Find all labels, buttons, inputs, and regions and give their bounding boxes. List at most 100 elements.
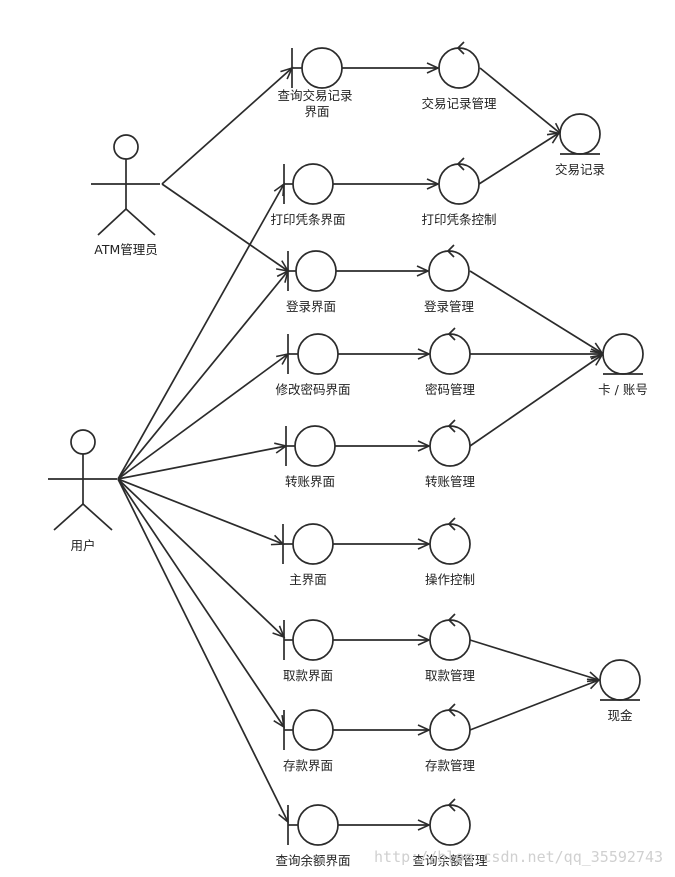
flow-arrow [469, 678, 601, 731]
boundary-circle-icon [297, 333, 339, 375]
control-deposit-mgmt: 存款管理 [425, 703, 476, 773]
control-arrowhead-icon [447, 517, 456, 531]
flow-arrow [479, 67, 563, 136]
boundary-control-links [333, 62, 440, 831]
boundary-main-ui: 主界面 [282, 523, 334, 587]
control-label: 转账管理 [425, 474, 476, 489]
boundary-print-receipt-ui: 打印凭条界面 [270, 163, 346, 227]
control-withdraw-mgmt: 取款管理 [425, 613, 476, 683]
association-arrow [117, 478, 289, 824]
association-arrow [161, 183, 290, 273]
association-arrow [161, 66, 294, 185]
control-arrowhead-icon [447, 798, 456, 812]
control-print-receipt-ctrl: 打印凭条控制 [421, 157, 497, 227]
watermark-text: http://blog.csdn.net/qq_35592743 [374, 848, 663, 866]
actor-head-icon [113, 134, 139, 160]
control-password-mgmt: 密码管理 [425, 327, 476, 397]
flow-arrow [469, 270, 604, 355]
control-circle-icon [429, 619, 471, 661]
control-label: 取款管理 [425, 668, 476, 683]
actor-leg-icon [82, 503, 113, 531]
entity-cash: 现金 [599, 659, 641, 723]
flow-arrow [478, 131, 561, 185]
control-record-mgmt: 交易记录管理 [421, 41, 497, 111]
actor-user: 用户 [48, 429, 117, 553]
actor-associations [117, 66, 294, 824]
control-circle-icon [429, 425, 471, 467]
control-login-mgmt: 登录管理 [424, 244, 475, 314]
actor-leg-icon [97, 208, 127, 236]
entity-circle-icon [602, 333, 644, 375]
boundary-change-password-ui: 修改密码界面 [275, 333, 351, 397]
entity-transaction-record: 交易记录 [555, 113, 605, 177]
association-arrow [117, 182, 285, 480]
actor-leg-icon [125, 208, 156, 236]
boundary-circle-icon [301, 47, 343, 89]
association-arrow [117, 442, 288, 480]
control-arrowhead-icon [456, 41, 465, 55]
association-arrow [117, 478, 286, 729]
flow-arrow [469, 353, 604, 447]
boundary-label: 查询余额界面 [275, 853, 350, 868]
control-circle-icon [429, 333, 471, 375]
control-circle-icon [428, 250, 470, 292]
actor-leg-icon [53, 503, 84, 531]
entity-label: 现金 [607, 708, 633, 723]
boundary-label: 主界面 [289, 572, 327, 587]
control-operation-ctrl: 操作控制 [425, 517, 475, 587]
boundary-label: 查询交易记录 界面 [278, 88, 357, 119]
control-circle-icon [438, 47, 480, 89]
boundary-label: 存款界面 [283, 758, 333, 773]
entity-circle-icon [599, 659, 641, 701]
boundary-deposit-ui: 存款界面 [283, 709, 334, 773]
control-label: 操作控制 [425, 572, 475, 587]
association-arrow [117, 478, 285, 546]
boundary-circle-icon [292, 523, 334, 565]
association-arrow [117, 352, 290, 480]
control-arrowhead-icon [446, 244, 455, 258]
boundary-label: 登录界面 [286, 299, 336, 314]
entity-circle-icon [559, 113, 601, 155]
control-label: 交易记录管理 [421, 96, 497, 111]
control-label: 存款管理 [425, 758, 476, 773]
control-circle-icon [429, 523, 471, 565]
control-arrowhead-icon [447, 419, 456, 433]
boundary-circle-icon [292, 163, 334, 205]
control-entity-links [469, 67, 604, 731]
boundary-circle-icon [292, 709, 334, 751]
control-arrowhead-icon [447, 613, 456, 627]
boundary-query-records-ui: 查询交易记录 界面 [278, 47, 357, 119]
boundary-query-balance-ui: 查询余额界面 [275, 804, 351, 868]
boundary-label: 取款界面 [283, 668, 333, 683]
control-transfer-mgmt: 转账管理 [425, 419, 476, 489]
control-label: 登录管理 [424, 299, 475, 314]
control-circle-icon [429, 709, 471, 751]
association-arrow [117, 269, 290, 480]
boundary-login-ui: 登录界面 [286, 250, 337, 314]
control-arrowhead-icon [447, 703, 456, 717]
entity-label: 卡 / 账号 [598, 382, 648, 397]
boundary-circle-icon [294, 425, 336, 467]
control-arrowhead-icon [447, 327, 456, 341]
control-label: 密码管理 [425, 382, 476, 397]
actor-head-icon [70, 429, 96, 455]
actor-atm-admin: ATM管理员 [91, 134, 160, 257]
actor-user-label: 用户 [70, 538, 95, 553]
actor-admin-label: ATM管理员 [94, 242, 158, 257]
control-arrowhead-icon [456, 157, 465, 171]
control-label: 打印凭条控制 [421, 212, 496, 227]
control-balance-mgmt: 查询余额管理 [412, 798, 488, 868]
boundary-label: 修改密码界面 [275, 382, 350, 397]
association-arrow [117, 478, 286, 639]
boundary-withdraw-ui: 取款界面 [283, 619, 334, 683]
boundary-circle-icon [295, 250, 337, 292]
flow-arrow [469, 639, 601, 683]
entity-label: 交易记录 [555, 162, 605, 177]
control-label: 查询余额管理 [412, 853, 488, 868]
entity-card-account: 卡 / 账号 [598, 333, 648, 397]
boundary-label: 转账界面 [285, 474, 335, 489]
control-circle-icon [438, 163, 480, 205]
boundary-circle-icon [297, 804, 339, 846]
control-circle-icon [429, 804, 471, 846]
